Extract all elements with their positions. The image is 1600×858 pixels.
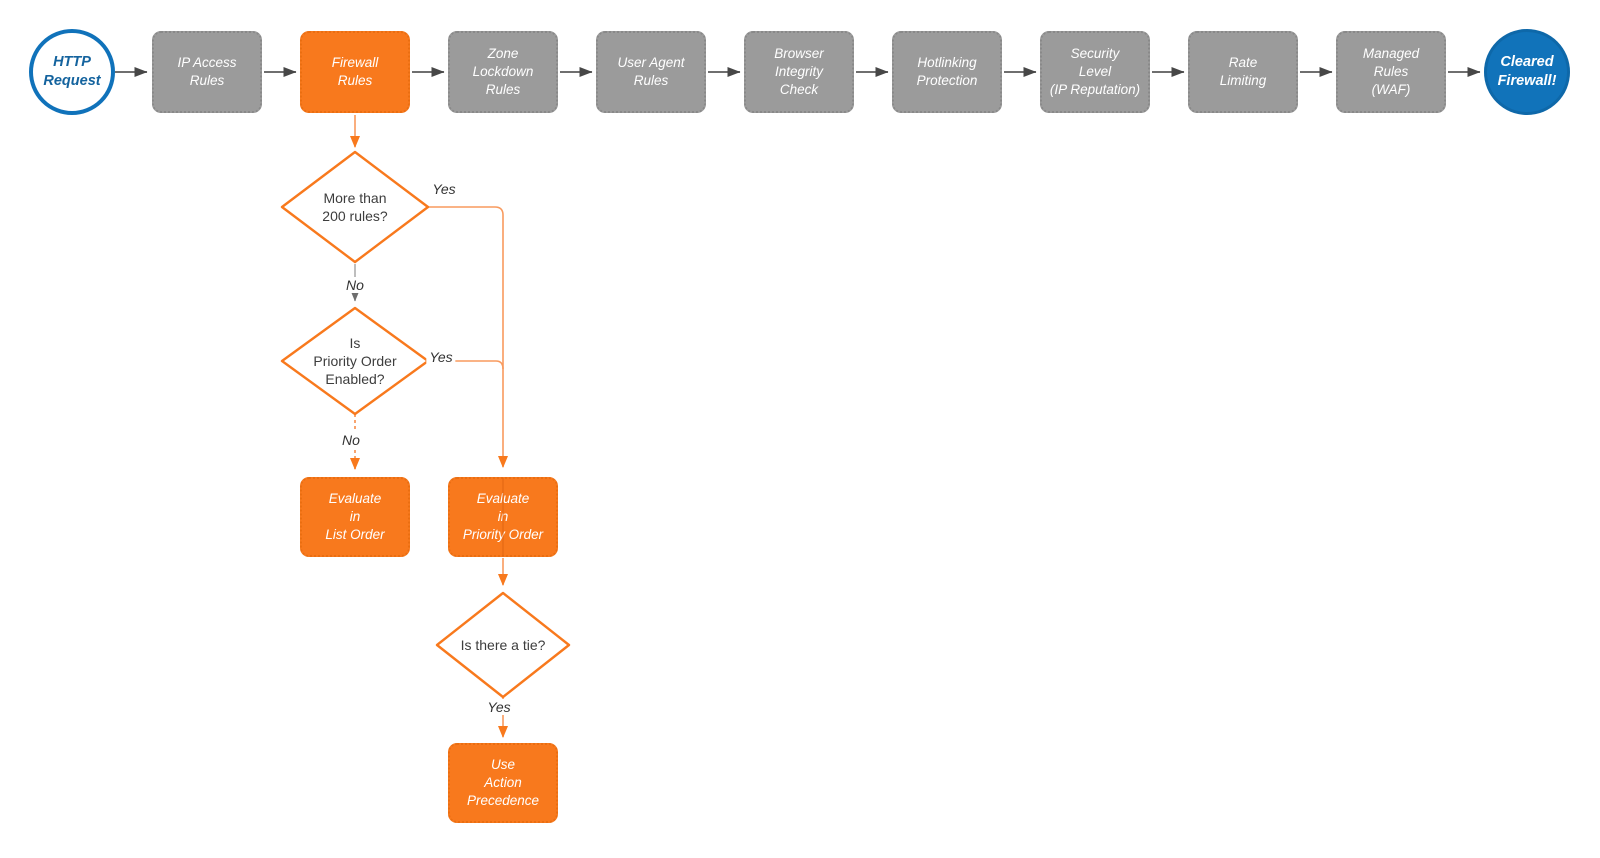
end-node-cleared-firewall: Cleared Firewall!	[1484, 29, 1570, 115]
node-label: User Agent Rules	[617, 55, 685, 88]
node-evaluate-in-priority-order: Evaluate in Priority Order	[448, 477, 558, 557]
node-label: IP Access Rules	[177, 55, 237, 88]
node-firewall-rules: Firewall Rules	[300, 31, 410, 113]
node-security-level: Security Level (IP Reputation)	[1040, 31, 1150, 113]
node-label: Evaluate in List Order	[325, 491, 385, 542]
edge-label-no-priority: No	[339, 432, 363, 448]
edge-label-yes-priority: Yes	[426, 349, 456, 365]
decision-tie-label: Is there a tie?	[460, 636, 546, 653]
decision-200-rules-label: More than 200 rules?	[322, 189, 388, 224]
node-evaluate-in-list-order: Evaluate in List Order	[300, 477, 410, 557]
arrow-yes-to-priority-order	[428, 206, 508, 468]
node-browser-integrity-check: Browser Integrity Check	[744, 31, 854, 113]
start-node-label: HTTP Request	[43, 54, 101, 89]
node-managed-rules-waf: Managed Rules (WAF)	[1336, 31, 1446, 113]
node-hotlinking-protection: Hotlinking Protection	[892, 31, 1002, 113]
edge-label-yes-200: Yes	[429, 181, 459, 197]
node-user-agent-rules: User Agent Rules	[596, 31, 706, 113]
edge-label-yes-tie: Yes	[484, 699, 514, 715]
node-label: Evaluate in Priority Order	[462, 491, 544, 542]
node-label: Rate Limiting	[1219, 55, 1267, 88]
node-use-action-precedence: Use Action Precedence	[448, 743, 558, 823]
node-label: Firewall Rules	[331, 55, 379, 88]
node-label: Security Level (IP Reputation)	[1049, 46, 1141, 97]
start-node-http-request: HTTP Request	[29, 29, 115, 115]
node-label: Hotlinking Protection	[916, 55, 978, 88]
node-label: Browser Integrity Check	[774, 46, 824, 97]
node-rate-limiting: Rate Limiting	[1188, 31, 1298, 113]
end-node-label: Cleared Firewall!	[1497, 54, 1557, 89]
node-label: Managed Rules (WAF)	[1362, 46, 1420, 97]
decision-priority-enabled-label: Is Priority Order Enabled?	[313, 334, 397, 388]
node-label: Use Action Precedence	[466, 757, 540, 808]
node-zone-lockdown-rules: Zone Lockdown Rules	[448, 31, 558, 113]
node-label: Zone Lockdown Rules	[472, 46, 534, 97]
node-ip-access-rules: IP Access Rules	[152, 31, 262, 113]
edge-label-no-200: No	[343, 277, 367, 293]
